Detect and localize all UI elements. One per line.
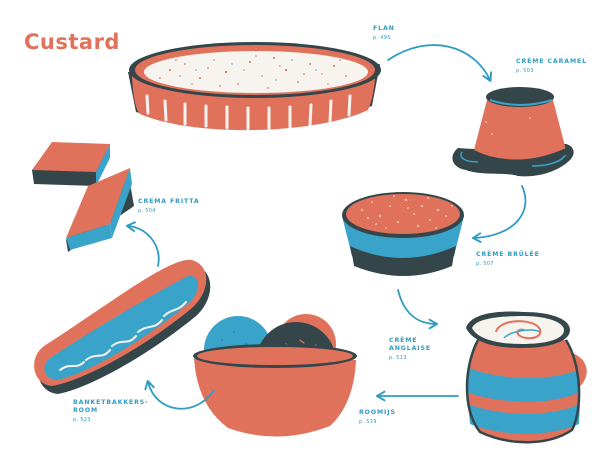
label-creme-anglaise: CRÈME ANGLAISE p. 513	[389, 337, 449, 361]
label-roomijs-name: ROOMIJS	[359, 409, 396, 416]
arrow-flan-to-creme-caramel	[387, 44, 493, 82]
creme-brulee-illustration	[342, 192, 464, 276]
label-creme-brulee-name: CRÈME BRÛLÉE	[476, 251, 540, 258]
label-banketbakkersroom-name: BANKETBAKKERS-ROOM	[73, 399, 149, 414]
label-creme-anglaise-name: CRÈME ANGLAISE	[389, 337, 431, 352]
flan-illustration	[128, 42, 381, 131]
label-flan-page: p. 495	[373, 34, 391, 41]
arrow-creme-brulee-to-creme-anglaise	[397, 289, 439, 330]
label-creme-caramel: CRÈME CARAMEL p. 503	[516, 58, 587, 74]
crema-fritta-illustration	[32, 142, 134, 252]
label-creme-anglaise-page: p. 513	[389, 354, 407, 361]
label-flan-name: FLAN	[373, 25, 395, 32]
creme-anglaise-illustration	[465, 311, 587, 444]
arrow-roomijs-to-banketbakkersroom	[144, 379, 215, 410]
arrow-creme-caramel-to-creme-brulee	[471, 185, 527, 243]
label-creme-brulee: CRÈME BRÛLÉE p. 507	[476, 251, 540, 267]
label-banketbakkersroom: BANKETBAKKERS-ROOM p. 523	[73, 399, 157, 423]
banketbakkersroom-illustration	[34, 259, 211, 394]
roomijs-illustration	[193, 314, 357, 437]
label-crema-fritta-page: p. 504	[138, 207, 156, 214]
label-banketbakkersroom-page: p. 523	[73, 416, 91, 423]
label-crema-fritta-name: CREMA FRITTA	[138, 198, 200, 205]
label-crema-fritta: CREMA FRITTA p. 504	[138, 198, 200, 214]
label-flan: FLAN p. 495	[373, 25, 395, 41]
page-title: Custard	[24, 30, 120, 54]
label-roomijs: ROOMIJS p. 519	[359, 409, 396, 425]
label-creme-caramel-page: p. 503	[516, 67, 534, 74]
label-roomijs-page: p. 519	[359, 418, 377, 425]
creme-caramel-illustration	[452, 87, 574, 177]
arrow-banketbakkersroom-to-crema-fritta	[125, 221, 160, 267]
label-creme-brulee-page: p. 507	[476, 260, 494, 267]
label-creme-caramel-name: CRÈME CARAMEL	[516, 58, 587, 65]
